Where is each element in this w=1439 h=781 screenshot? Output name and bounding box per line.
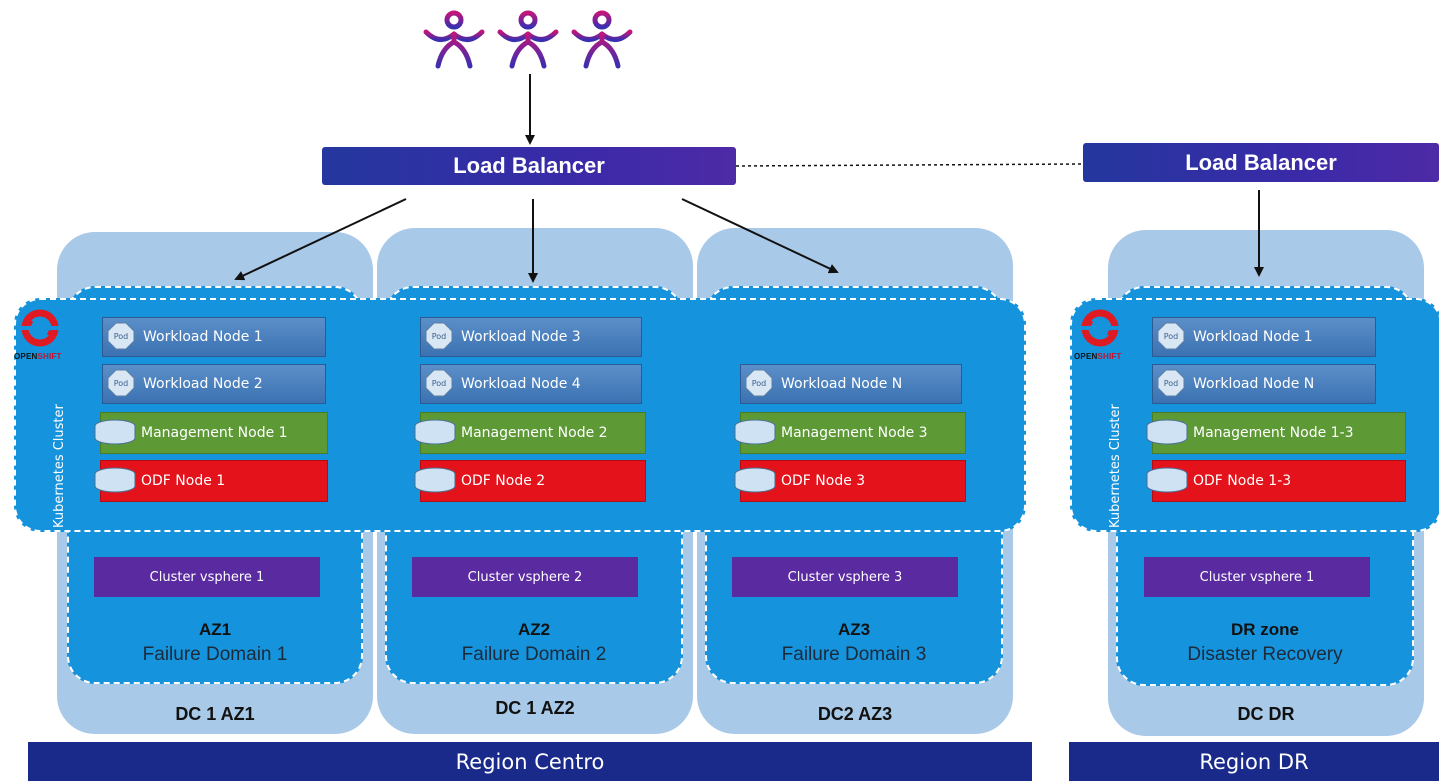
workload-node: Pod Workload Node 1 <box>1152 317 1376 357</box>
load-balancer-dr: Load Balancer <box>1083 143 1439 182</box>
node-label: Workload Node 1 <box>143 329 263 345</box>
failure-domain: Failure Domain 2 <box>461 644 607 665</box>
node-label: Workload Node 3 <box>461 329 581 345</box>
node-label: Management Node 3 <box>781 425 928 441</box>
openshift-logo-dr: OPENSHIFT <box>1074 306 1124 372</box>
openshift-shift-text: SHIFT <box>37 352 62 361</box>
zone-name: AZ2 <box>517 620 551 639</box>
workload-node: Pod Workload Node 1 <box>102 317 326 357</box>
disk-icon <box>734 467 776 493</box>
svg-text:Pod: Pod <box>114 379 129 388</box>
disk-icon <box>414 419 456 445</box>
pod-icon: Pod <box>107 322 135 350</box>
workload-node: Pod Workload Node 2 <box>102 364 326 404</box>
lb-to-az3-arrow <box>681 198 839 274</box>
pod-icon: Pod <box>745 369 773 397</box>
management-node: Management Node 1 <box>94 412 328 454</box>
disk-icon <box>1146 419 1188 445</box>
node-label: Workload Node N <box>1193 376 1315 392</box>
vsphere-cluster-az1: Cluster vsphere 1 <box>94 557 320 597</box>
svg-text:Pod: Pod <box>1164 379 1179 388</box>
disk-icon <box>734 419 776 445</box>
failure-domain: Failure Domain 3 <box>781 644 927 665</box>
odf-node: ODF Node 1 <box>94 460 328 502</box>
load-balancer-main: Load Balancer <box>322 147 736 185</box>
failure-domain: Failure Domain 1 <box>142 644 288 665</box>
svg-text:Pod: Pod <box>432 332 447 341</box>
openshift-open-text: OPEN <box>14 352 38 361</box>
disk-icon <box>94 419 136 445</box>
openshift-logo-main: OPENSHIFT <box>14 306 64 372</box>
failure-domain: Disaster Recovery <box>1187 644 1343 665</box>
svg-text:Pod: Pod <box>1164 332 1179 341</box>
odf-node: ODF Node 3 <box>734 460 966 502</box>
node-label: Workload Node 4 <box>461 376 581 392</box>
node-label: ODF Node 1 <box>141 473 226 489</box>
zone-name: DR zone <box>1231 620 1299 639</box>
node-label: Management Node 2 <box>461 425 608 441</box>
zone-name: AZ1 <box>198 620 232 639</box>
svg-text:Pod: Pod <box>752 379 767 388</box>
odf-node: ODF Node 1-3 <box>1146 460 1406 502</box>
node-label: Workload Node N <box>781 376 903 392</box>
workload-node: Pod Workload Node 4 <box>420 364 642 404</box>
datacenter-label: DC2 AZ3 <box>817 704 893 724</box>
pod-icon: Pod <box>107 369 135 397</box>
pod-icon: Pod <box>425 322 453 350</box>
datacenter-label: DC DR <box>1237 704 1295 724</box>
management-node: Management Node 1-3 <box>1146 412 1406 454</box>
svg-text:Pod: Pod <box>432 379 447 388</box>
workload-node: Pod Workload Node 3 <box>420 317 642 357</box>
odf-node: ODF Node 2 <box>414 460 646 502</box>
openshift-shift-text: SHIFT <box>1097 352 1122 361</box>
disk-icon <box>1146 467 1188 493</box>
region-centro: Region Centro <box>28 742 1032 781</box>
node-label: Workload Node 1 <box>1193 329 1313 345</box>
pod-icon: Pod <box>1157 322 1185 350</box>
openshift-open-text: OPEN <box>1074 352 1098 361</box>
svg-text:Pod: Pod <box>114 332 129 341</box>
management-node: Management Node 3 <box>734 412 966 454</box>
workload-node: Pod Workload Node N <box>740 364 962 404</box>
node-label: Management Node 1-3 <box>1193 425 1354 441</box>
node-label: Management Node 1 <box>141 425 288 441</box>
openshift-icon <box>20 309 60 347</box>
pod-icon: Pod <box>1157 369 1185 397</box>
datacenter-label: DC 1 AZ2 <box>495 698 575 718</box>
vsphere-cluster-az3: Cluster vsphere 3 <box>732 557 958 597</box>
lb-to-dr-link <box>735 163 1084 167</box>
node-label: ODF Node 3 <box>781 473 866 489</box>
region-dr: Region DR <box>1069 742 1439 781</box>
openshift-icon <box>1080 309 1120 347</box>
disk-icon <box>414 467 456 493</box>
node-label: ODF Node 2 <box>461 473 546 489</box>
datacenter-label: DC 1 AZ1 <box>175 704 255 724</box>
node-label: Workload Node 2 <box>143 376 263 392</box>
lb-to-az1-arrow <box>234 198 407 281</box>
disk-icon <box>94 467 136 493</box>
zone-name: AZ3 <box>837 620 871 639</box>
vsphere-cluster-dr: Cluster vsphere 1 <box>1144 557 1370 597</box>
workload-node: Pod Workload Node N <box>1152 364 1376 404</box>
vsphere-cluster-az2: Cluster vsphere 2 <box>412 557 638 597</box>
management-node: Management Node 2 <box>414 412 646 454</box>
users-icon <box>423 10 633 69</box>
node-label: ODF Node 1-3 <box>1193 473 1292 489</box>
pod-icon: Pod <box>425 369 453 397</box>
